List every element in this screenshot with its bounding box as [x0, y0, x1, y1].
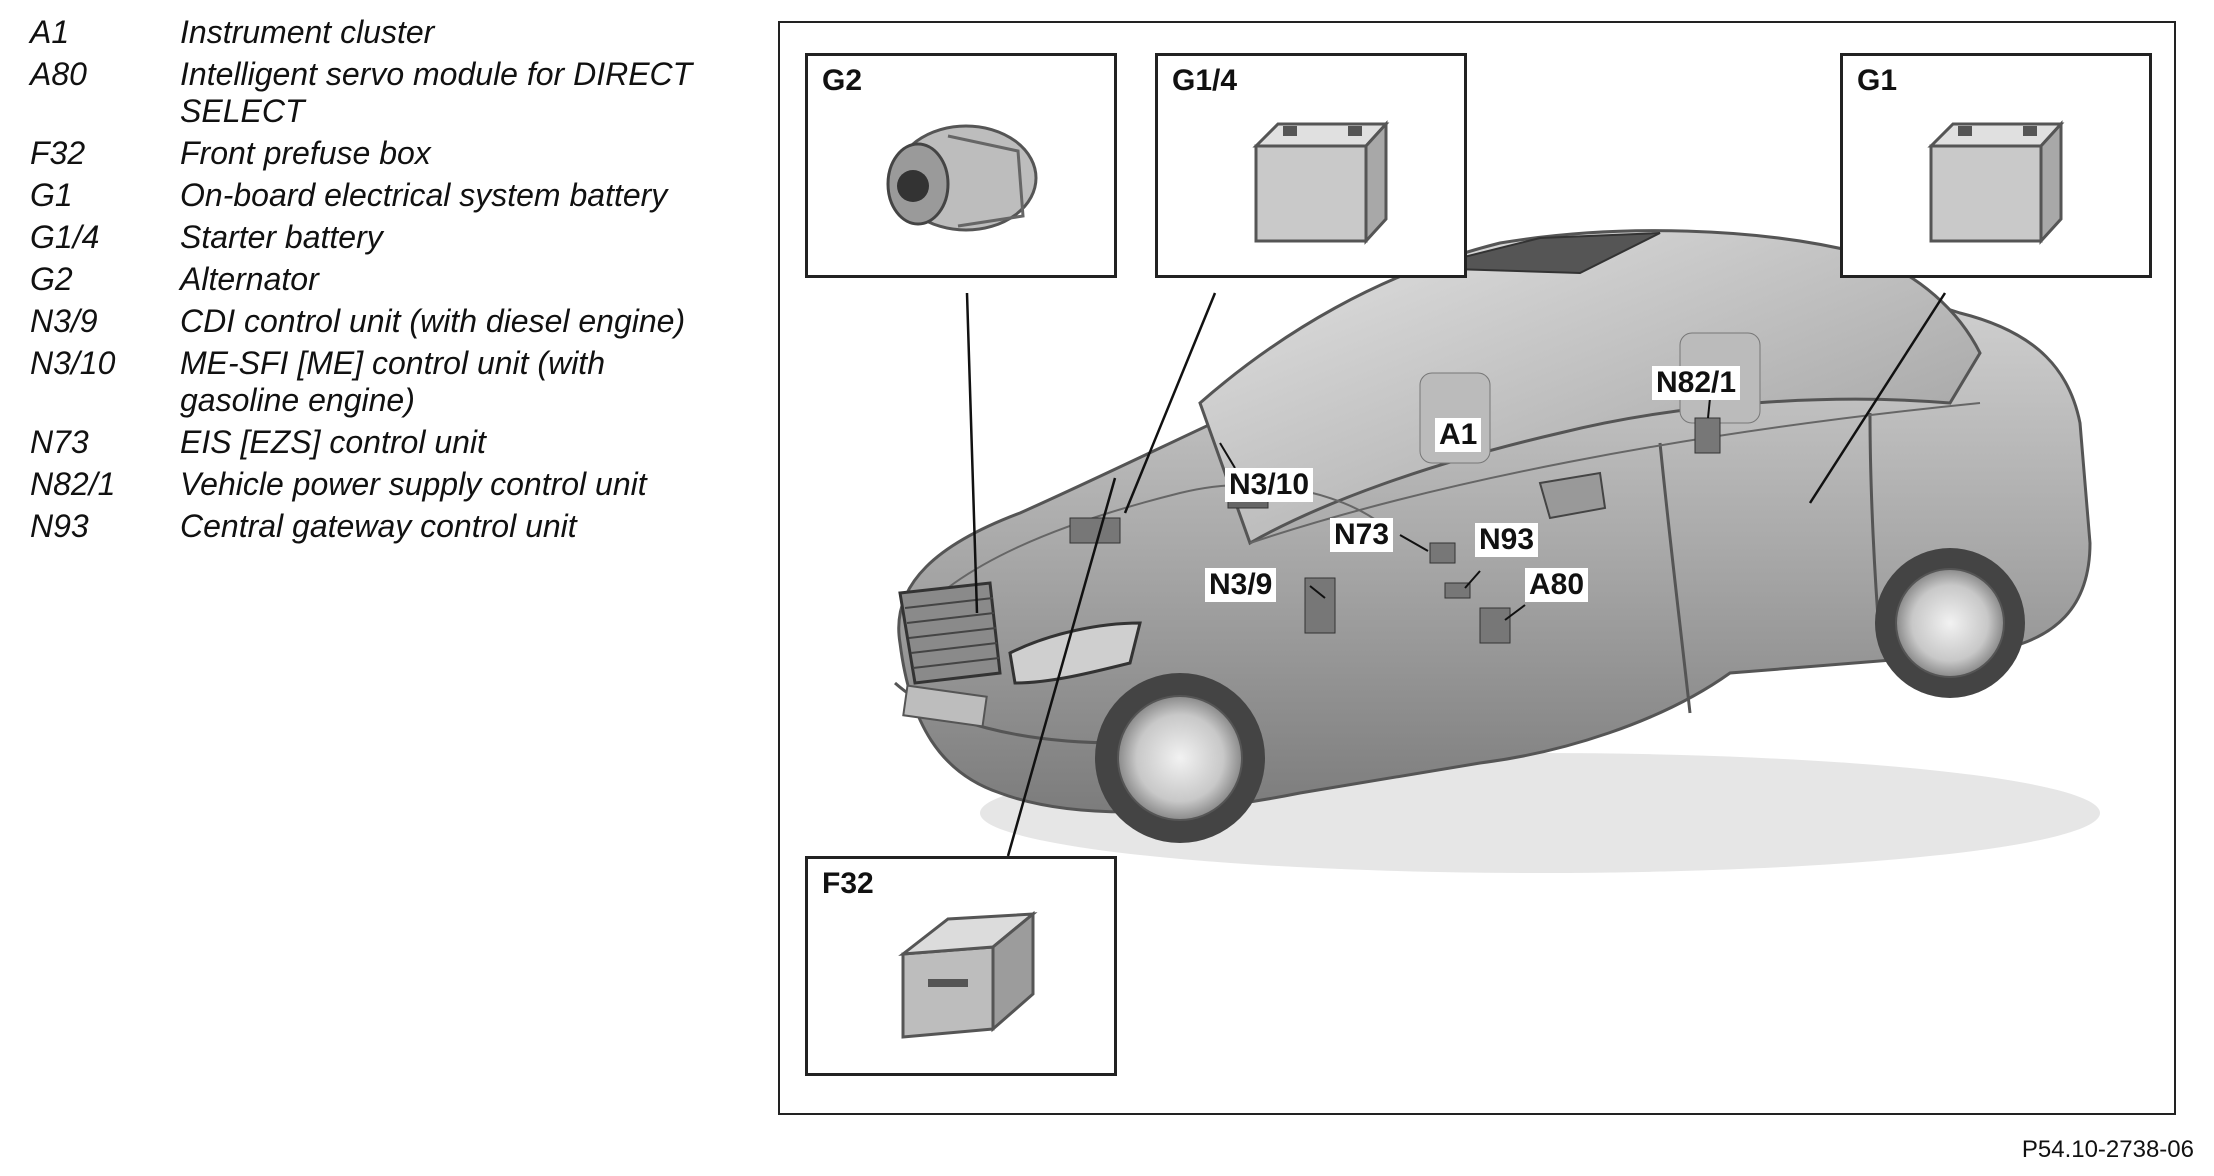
callout-a1: A1	[1435, 418, 1482, 452]
grille-slats	[904, 597, 1000, 669]
leader-line	[1808, 292, 1947, 504]
headlight	[1008, 621, 1142, 685]
figure-reference: P54.10-2738-06	[2021, 1136, 2194, 1163]
rear-rim	[1895, 568, 2005, 678]
legend: A1 Instrument cluster A80 Intelligent se…	[30, 14, 730, 550]
leader-line	[965, 292, 979, 614]
legend-row: G2 Alternator	[30, 261, 730, 298]
leader-line	[1123, 292, 1217, 514]
inset-g2: G2	[805, 53, 1117, 278]
leader-line	[1464, 570, 1481, 589]
legend-row: F32 Front prefuse box	[30, 135, 730, 172]
callout-a80: A80	[1525, 568, 1589, 602]
diagram-frame: G2 G1/4 G1 F32	[778, 21, 2176, 1115]
n3-10-marker	[1069, 517, 1121, 544]
battery-icon	[1927, 120, 2065, 245]
legend-description: ME-SFI [ME] control unit (with gasoline …	[180, 345, 605, 418]
beltline	[1249, 402, 1981, 544]
n73-marker	[1429, 542, 1456, 564]
legend-description: Instrument cluster	[180, 14, 435, 50]
callout-n73: N73	[1330, 518, 1394, 552]
leader-line	[1219, 442, 1236, 469]
legend-description: Front prefuse box	[180, 135, 431, 171]
legend-row: N3/10 ME-SFI [ME] control unit (with gas…	[30, 345, 730, 419]
inset-label: F32	[822, 867, 874, 900]
legend-description: Starter battery	[180, 219, 383, 255]
legend-code: G1/4	[30, 219, 100, 255]
legend-description: Vehicle power supply control unit	[180, 466, 647, 502]
legend-code: F32	[30, 135, 86, 171]
legend-description: On-board electrical system battery	[180, 177, 668, 213]
prefuse-box-icon	[898, 910, 1038, 1039]
inset-label: G1/4	[1172, 64, 1238, 97]
legend-row: G1 On-board electrical system battery	[30, 177, 730, 214]
legend-description: Alternator	[180, 261, 319, 297]
legend-code: G2	[30, 261, 73, 297]
door-line	[1658, 442, 1692, 714]
legend-row: N93 Central gateway control unit	[30, 508, 730, 545]
alternator-icon	[886, 124, 1038, 232]
legend-row: A80 Intelligent servo module for DIRECT …	[30, 56, 730, 130]
legend-row: A1 Instrument cluster	[30, 14, 730, 51]
inset-g1-4: G1/4	[1155, 53, 1467, 278]
side-mirror	[1538, 471, 1607, 520]
legend-description: CDI control unit (with diesel engine)	[180, 303, 686, 339]
inset-g1: G1	[1840, 53, 2152, 278]
front-rim	[1117, 695, 1243, 821]
legend-row: G1/4 Starter battery	[30, 219, 730, 256]
leader-line	[1399, 534, 1429, 552]
legend-description: EIS [EZS] control unit	[180, 424, 486, 460]
callout-n93: N93	[1475, 523, 1539, 557]
legend-description: Central gateway control unit	[180, 508, 577, 544]
legend-row: N3/9 CDI control unit (with diesel engin…	[30, 303, 730, 340]
legend-code: A1	[30, 14, 70, 50]
n82-1-marker	[1694, 417, 1721, 454]
sunroof	[1419, 232, 1661, 275]
a80-marker	[1479, 607, 1511, 644]
callout-n3-9: N3/9	[1205, 568, 1277, 602]
legend-code: G1	[30, 177, 73, 213]
callout-n3-10: N3/10	[1225, 468, 1314, 502]
battery-icon	[1252, 120, 1390, 245]
inset-label: G1	[1857, 64, 1898, 97]
license-plate	[902, 684, 988, 728]
inset-f32: F32	[805, 856, 1117, 1076]
legend-description: Intelligent servo module for DIRECT SELE…	[180, 56, 693, 129]
legend-code: N82/1	[30, 466, 116, 502]
leader-line	[1504, 604, 1526, 621]
callout-n82-1: N82/1	[1652, 366, 1741, 400]
leader-line	[1006, 477, 1117, 857]
n3-9-marker	[1304, 577, 1336, 634]
legend-row: N82/1 Vehicle power supply control unit	[30, 466, 730, 503]
hood	[909, 483, 1381, 624]
legend-code: A80	[30, 56, 87, 92]
inset-label: G2	[822, 64, 863, 97]
legend-code: N3/9	[30, 303, 98, 339]
leader-line	[1707, 397, 1711, 419]
legend-code: N93	[30, 508, 89, 544]
legend-row: N73 EIS [EZS] control unit	[30, 424, 730, 461]
legend-code: N73	[30, 424, 89, 460]
leader-line	[1309, 585, 1326, 599]
n93-marker	[1444, 582, 1471, 599]
legend-code: N3/10	[30, 345, 116, 381]
